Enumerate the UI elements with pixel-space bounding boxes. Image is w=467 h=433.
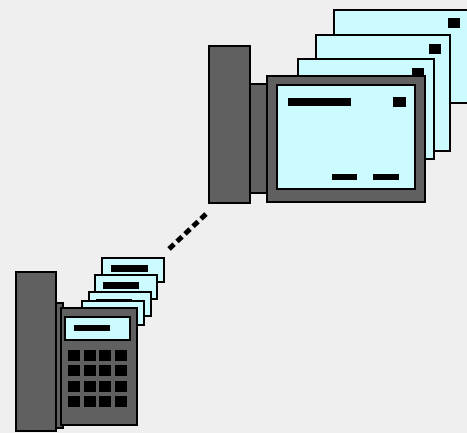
- video-screen-softkey-left: [332, 174, 357, 180]
- video-screen-softkey-right: [373, 174, 399, 180]
- video-screen-title-bar: [288, 98, 351, 106]
- video-phone-neck: [250, 84, 267, 193]
- video-phone-handset: [209, 46, 250, 203]
- video-screen-status-indicator: [393, 97, 406, 107]
- phone-display-text-bar: [74, 325, 110, 331]
- phone-handset: [16, 272, 56, 431]
